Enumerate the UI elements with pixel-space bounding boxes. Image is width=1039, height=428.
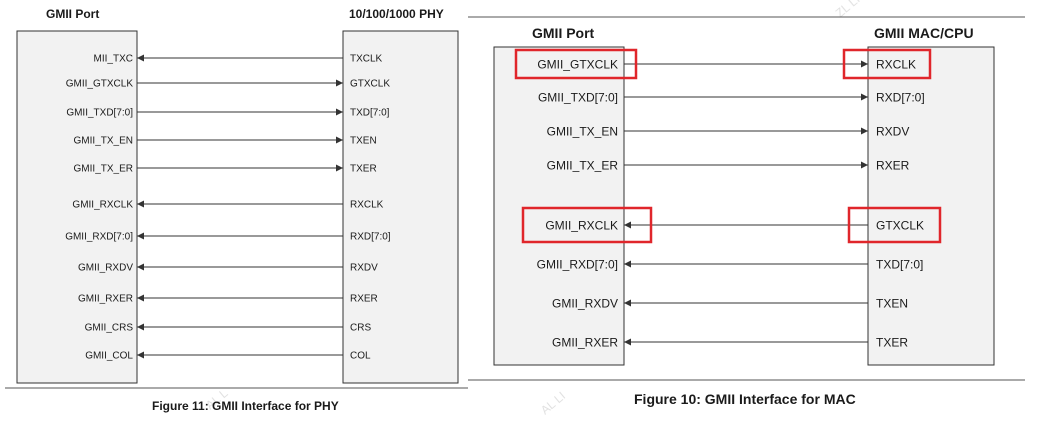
figure-11-phy: GMII Port 10/100/1000 PHY MII_TXC TXCLK GM… — [5, 7, 468, 413]
left-header-gmii-port: GMII Port — [46, 7, 99, 21]
device-signal-label: RXDV — [876, 124, 909, 138]
right-header-mac-cpu: GMII MAC/CPU — [874, 25, 974, 41]
port-signal-label: GMII_RXER — [78, 294, 133, 305]
figure-10-caption: Figure 10: GMII Interface for MAC — [634, 391, 856, 407]
highlight-box-port — [521, 206, 653, 244]
signal-row-gmii-rxdv: GMII_RXDV RXDV — [78, 263, 378, 274]
right-gmii-port-block — [493, 46, 625, 366]
signal-row-gmii-tx-en: GMII_TX_EN RXDV — [547, 124, 910, 138]
port-signal-label: GMII_RXDV — [552, 296, 618, 310]
port-signal-label: MII_TXC — [94, 54, 133, 65]
signal-row-gmii-tx-er: GMII_TX_ER TXER — [74, 164, 377, 175]
device-signal-label: GTXCLK — [350, 79, 390, 90]
signal-row-gmii-crs: GMII_CRS CRS — [85, 323, 372, 334]
device-signal-label: TXD[7:0] — [350, 108, 390, 119]
device-signal-label: RXER — [350, 294, 378, 305]
port-signal-label: GMII_RXDV — [78, 263, 133, 274]
device-signal-label: COL — [350, 351, 371, 362]
signal-row-gmii-gtxclk: GMII_GTXCLK GTXCLK — [66, 79, 391, 90]
left-header-phy: 10/100/1000 PHY — [349, 7, 444, 21]
mac-cpu-block — [867, 46, 995, 366]
highlight-box-port — [514, 48, 638, 80]
signal-row-gmii-rxd-7-0: GMII_RXD[7:0] TXD[7:0] — [537, 257, 924, 271]
port-signal-label: GMII_RXD[7:0] — [537, 257, 618, 271]
phy-block — [342, 30, 459, 384]
svg-text:AL LI: AL LI — [538, 389, 568, 417]
port-signal-label: GMII_TX_ER — [74, 164, 133, 175]
port-signal-label: GMII_RXCLK — [545, 218, 618, 232]
device-signal-label: RXD[7:0] — [876, 90, 925, 104]
signal-row-gmii-gtxclk: GMII_GTXCLK RXCLK — [514, 48, 932, 80]
signal-row-gmii-tx-en: GMII_TX_EN TXEN — [74, 136, 377, 147]
port-signal-label: GMII_GTXCLK — [66, 79, 134, 90]
port-signal-label: GMII_TX_EN — [74, 136, 133, 147]
signal-row-gmii-txd-7-0: GMII_TXD[7:0] RXD[7:0] — [538, 90, 925, 104]
device-signal-label: RXD[7:0] — [350, 232, 391, 243]
right-header-gmii-port: GMII Port — [532, 25, 595, 41]
device-signal-label: TXER — [876, 335, 908, 349]
port-signal-label: GMII_TX_ER — [547, 158, 619, 172]
signal-row-gmii-rxer: GMII_RXER TXER — [552, 335, 908, 349]
port-signal-label: GMII_CRS — [85, 323, 134, 334]
device-signal-label: RXCLK — [876, 57, 916, 71]
port-signal-label: GMII_TXD[7:0] — [538, 90, 618, 104]
signal-row-gmii-rxdv: GMII_RXDV TXEN — [552, 296, 908, 310]
device-signal-label: CRS — [350, 323, 371, 334]
device-signal-label: TXD[7:0] — [876, 257, 923, 271]
device-signal-label: TXEN — [876, 296, 908, 310]
port-signal-label: GMII_COL — [85, 351, 133, 362]
signal-row-gmii-tx-er: GMII_TX_ER RXER — [547, 158, 910, 172]
signal-row-gmii-rxclk: GMII_RXCLK RXCLK — [72, 200, 383, 211]
port-signal-label: GMII_RXCLK — [72, 200, 133, 211]
device-signal-label: RXCLK — [350, 200, 384, 211]
device-signal-label: GTXCLK — [876, 218, 924, 232]
left-signal-list: MII_TXC TXCLK GMII_GTXCLK GTXCLK GMII_TXD[7:… — [65, 54, 391, 362]
highlight-box-device — [842, 48, 932, 80]
port-signal-label: GMII_GTXCLK — [537, 57, 618, 71]
signal-row-mii-txc: MII_TXC TXCLK — [94, 54, 383, 65]
signal-row-gmii-rxclk: GMII_RXCLK GTXCLK — [521, 206, 942, 244]
device-signal-label: TXCLK — [350, 54, 383, 65]
signal-row-gmii-col: GMII_COL COL — [85, 351, 371, 362]
device-signal-label: RXDV — [350, 263, 378, 274]
signal-row-gmii-txd-7-0: GMII_TXD[7:0] TXD[7:0] — [66, 108, 389, 119]
port-signal-label: GMII_TXD[7:0] — [66, 108, 133, 119]
device-signal-label: RXER — [876, 158, 910, 172]
highlight-box-device — [847, 206, 942, 244]
signal-row-gmii-rxer: GMII_RXER RXER — [78, 294, 378, 305]
left-gmii-port-block — [16, 30, 138, 384]
port-signal-label: GMII_RXER — [552, 335, 618, 349]
port-signal-label: GMII_RXD[7:0] — [65, 232, 133, 243]
signal-row-gmii-rxd-7-0: GMII_RXD[7:0] RXD[7:0] — [65, 232, 391, 243]
device-signal-label: TXER — [350, 164, 377, 175]
device-signal-label: TXEN — [350, 136, 377, 147]
port-signal-label: GMII_TX_EN — [547, 124, 618, 138]
figure-11-caption: Figure 11: GMII Interface for PHY — [152, 399, 339, 413]
